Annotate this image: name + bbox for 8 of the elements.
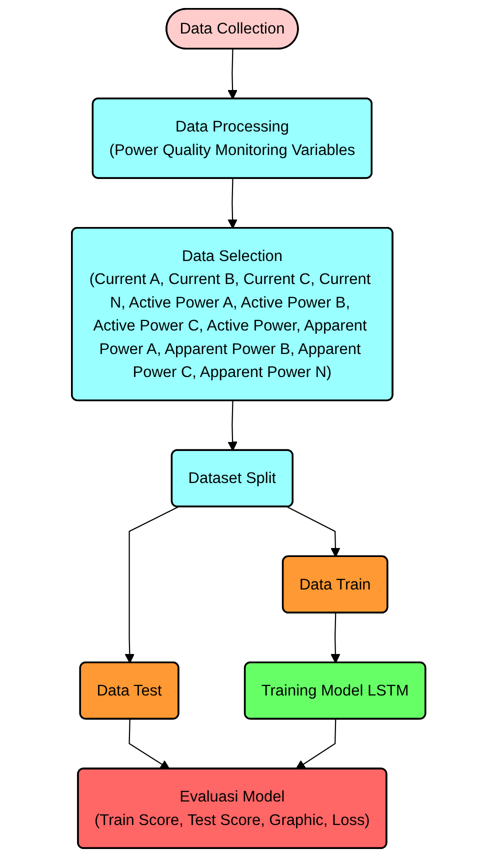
arrow	[228, 49, 238, 100]
arrow	[330, 613, 341, 664]
arrow	[296, 719, 337, 770]
arrow	[129, 719, 170, 770]
arrow	[125, 506, 179, 664]
arrow	[228, 400, 238, 452]
arrow	[288, 506, 341, 558]
arrow	[228, 178, 238, 229]
